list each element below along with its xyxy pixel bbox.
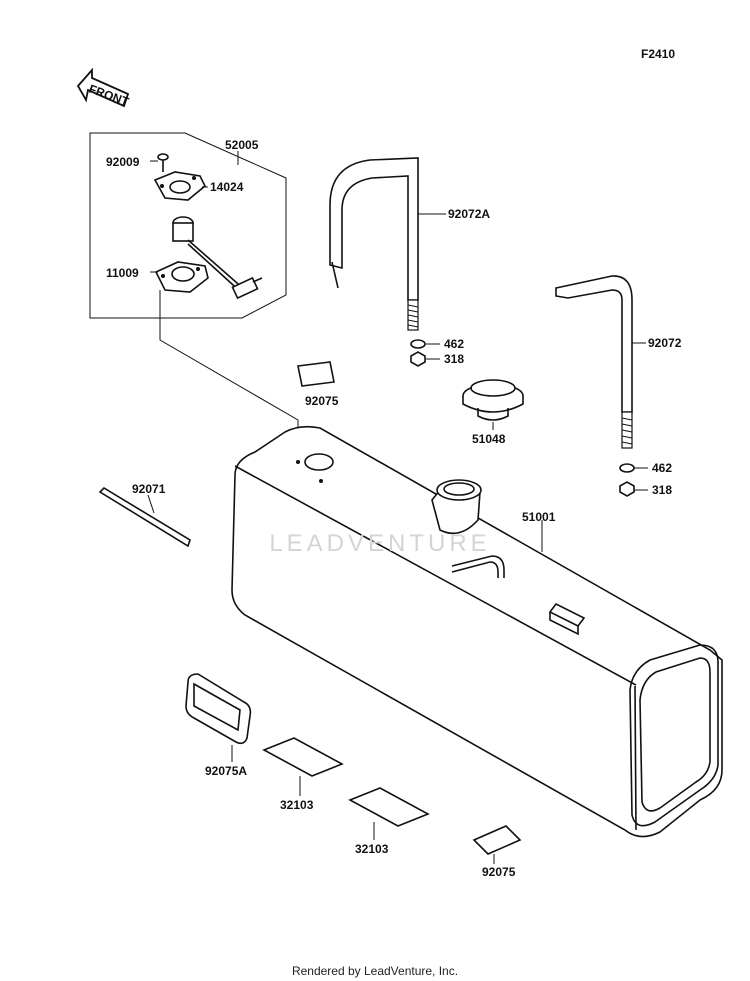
- callout-92075A: 92075A: [205, 764, 247, 778]
- callout-92072A: 92072A: [448, 207, 490, 221]
- pad-92075-upper: [297, 361, 335, 387]
- callout-32103-right: 32103: [355, 842, 389, 856]
- gauge-assembly-group: [89, 132, 287, 319]
- watermark: LEADVENTURE: [269, 530, 491, 557]
- fuel-tank-51001: [231, 425, 723, 838]
- callout-52005: 52005: [225, 138, 259, 152]
- callout-462-lower: 462: [652, 461, 672, 475]
- pad-92075A: [185, 673, 252, 745]
- callout-92075-lower: 92075: [482, 865, 516, 879]
- strap-92072A: [329, 157, 419, 331]
- assembly-leader-line: [159, 290, 299, 460]
- callout-14024: 14024: [210, 180, 244, 194]
- washer-462-upper: [410, 339, 426, 349]
- front-arrow-icon: FRONT: [76, 67, 131, 109]
- callout-11009: 11009: [106, 266, 139, 280]
- callout-32103-left: 32103: [280, 798, 314, 812]
- footer-credit: Rendered by LeadVenture, Inc.: [291, 964, 459, 978]
- band-92071: [98, 486, 191, 548]
- pad-32103-left: [262, 737, 344, 777]
- nut-318-lower: [619, 481, 635, 497]
- callout-92009: 92009: [106, 155, 140, 169]
- callout-462-upper: 462: [444, 337, 464, 351]
- screw-92009: [157, 153, 169, 172]
- plate-14024: [153, 171, 207, 201]
- nut-318-upper: [410, 351, 426, 367]
- callout-51048: 51048: [472, 432, 506, 446]
- pad-32103-right: [348, 787, 430, 827]
- sender-unit: [172, 216, 263, 300]
- plate-11009: [154, 261, 209, 293]
- callout-92071: 92071: [132, 482, 166, 496]
- diagram-code: F2410: [641, 47, 675, 61]
- strap-92072: [555, 275, 633, 449]
- washer-462-lower: [619, 463, 635, 473]
- callout-51001: 51001: [522, 510, 556, 524]
- callout-318-upper: 318: [444, 352, 464, 366]
- callout-318-lower: 318: [652, 483, 672, 497]
- pad-92075-lower: [472, 825, 522, 855]
- callout-92072: 92072: [648, 336, 682, 350]
- fuel-cap-51048: [462, 379, 524, 421]
- callout-92075-upper: 92075: [305, 394, 339, 408]
